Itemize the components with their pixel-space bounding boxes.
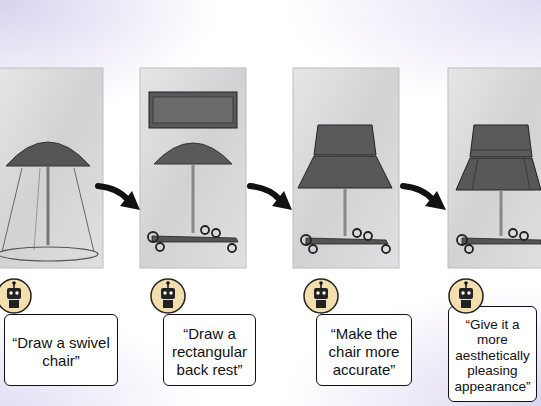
quote-text: “Draw a rectangular back rest” [168,325,251,379]
speech-bubble: “Give it a more aesthetically pleasing a… [448,306,537,402]
quote-text: “Give it a more aesthetically pleasing a… [453,317,532,395]
speech-bubble: “Draw a rectangular back rest” [163,314,256,386]
speech-bubble: “Draw a swivel chair” [4,314,118,386]
quote-text: “Draw a swivel chair” [9,334,113,370]
quote-text: “Make the chair more accurate” [321,325,407,379]
speech-bubble: “Make the chair more accurate” [316,314,412,386]
